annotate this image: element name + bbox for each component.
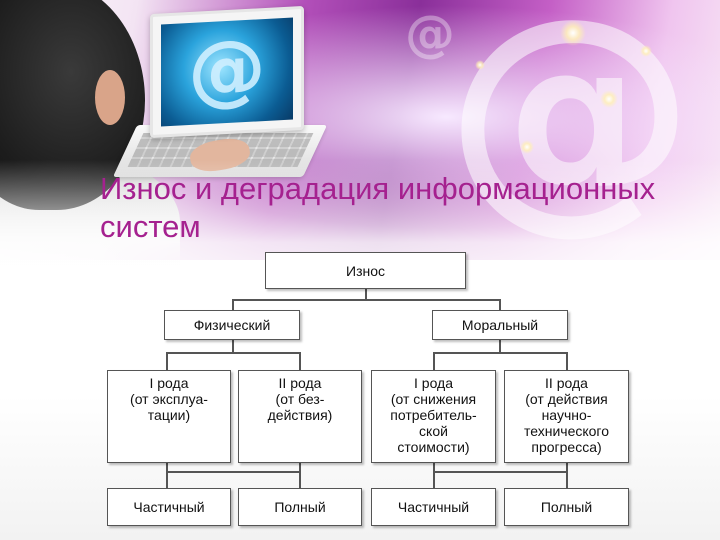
connector-line (365, 288, 367, 300)
person-ear (95, 70, 125, 125)
connector-line (299, 352, 301, 370)
connector-line (232, 299, 234, 311)
connector-line (166, 471, 300, 473)
connector-line (299, 462, 301, 472)
slide-title: Износ и деградация информационных систем (100, 171, 656, 244)
connector-line (166, 462, 168, 472)
connector-line (166, 352, 168, 370)
laptop-screen: @ (150, 5, 304, 139)
node-moral-partial: Частичный (371, 488, 496, 526)
connector-line (566, 352, 568, 370)
connector-line (299, 471, 301, 488)
connector-line (166, 471, 168, 488)
laptop-display: @ (161, 17, 293, 127)
light-spark (520, 140, 534, 154)
connector-line (566, 462, 568, 472)
connector-line (566, 471, 568, 488)
connector-line (499, 299, 501, 311)
light-spark (475, 60, 485, 70)
node-physical-type-2: II рода (от без- действия) (238, 370, 362, 463)
at-sign-icon: @ (188, 22, 266, 118)
node-moral: Моральный (432, 310, 568, 340)
node-physical-partial: Частичный (107, 488, 231, 526)
node-physical-type-1: I рода (от эксплуа- тации) (107, 370, 231, 463)
node-physical: Физический (164, 310, 300, 340)
light-spark (600, 90, 618, 108)
connector-line (232, 339, 234, 353)
at-sign-icon: @ (405, 5, 455, 63)
node-moral-type-2: II рода (от действия научно- техническог… (504, 370, 629, 463)
node-wear: Износ (265, 252, 466, 289)
connector-line (433, 471, 435, 488)
connector-line (166, 352, 300, 354)
node-moral-type-1: I рода (от снижения потребитель- ской ст… (371, 370, 496, 463)
connector-line (232, 299, 500, 301)
light-spark (560, 20, 586, 46)
connector-line (499, 339, 501, 353)
light-spark (640, 45, 652, 57)
connector-line (433, 352, 435, 370)
connector-line (433, 352, 567, 354)
connector-line (433, 462, 435, 472)
node-physical-full: Полный (238, 488, 362, 526)
node-moral-full: Полный (504, 488, 629, 526)
connector-line (433, 471, 567, 473)
